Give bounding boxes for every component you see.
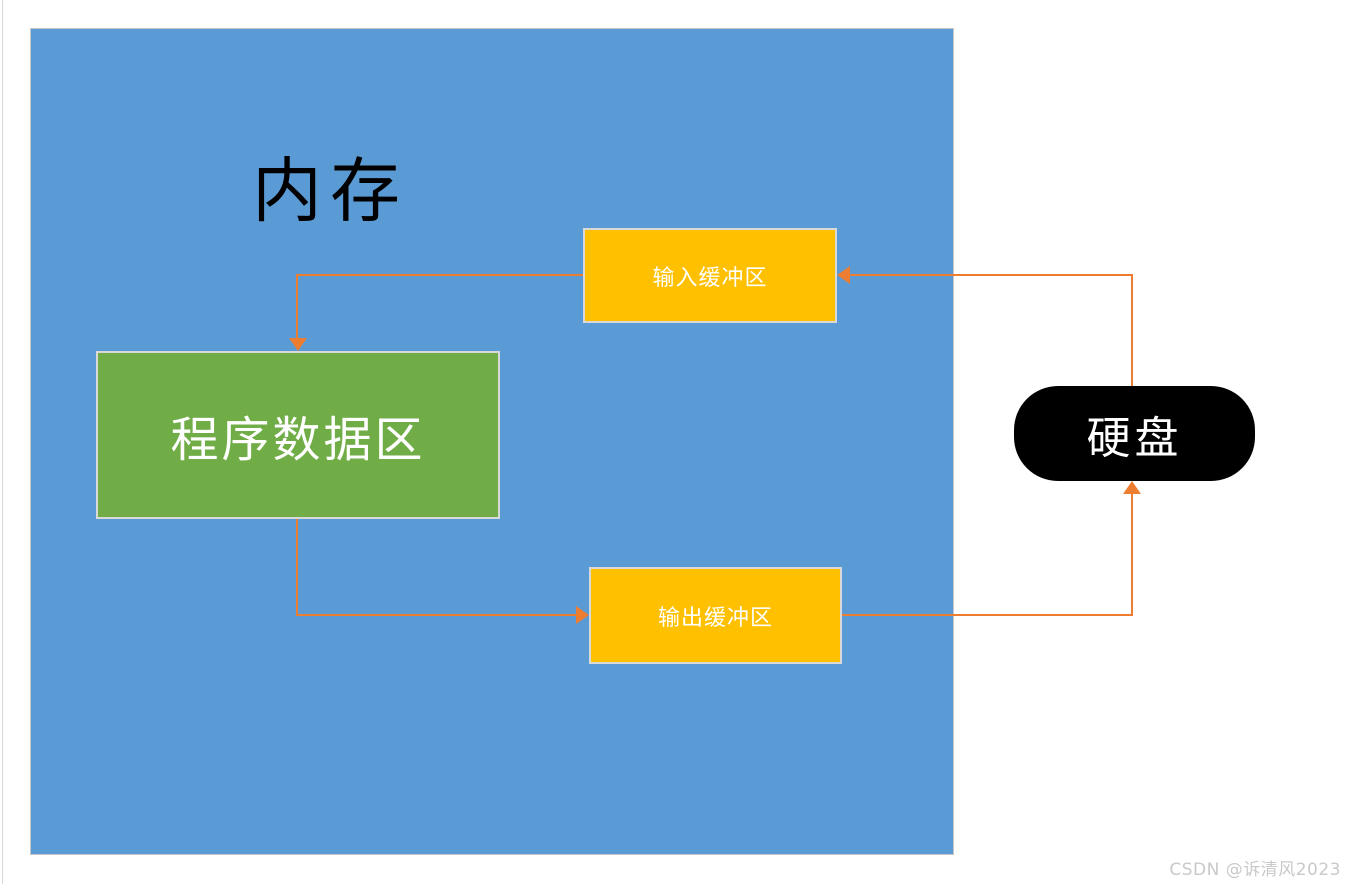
arrowhead-left-into-input-icon xyxy=(837,266,850,284)
connector-output-to-disk-v xyxy=(1131,492,1133,616)
arrowhead-right-into-output-icon xyxy=(576,606,589,624)
arrowhead-down-into-program-icon xyxy=(289,338,307,351)
connector-program-to-output-v xyxy=(296,519,298,615)
watermark: CSDN @诉清风2023 xyxy=(1169,860,1341,880)
connector-input-to-program-h xyxy=(296,274,583,276)
node-hard-disk: 硬盘 xyxy=(1014,386,1255,481)
node-program-data-area: 程序数据区 xyxy=(96,351,500,519)
node-output-buffer: 输出缓冲区 xyxy=(589,567,842,664)
connector-program-to-output-h xyxy=(296,614,577,616)
connector-disk-to-input-v xyxy=(1131,275,1133,387)
memory-region-title: 内存 xyxy=(252,150,408,232)
connector-input-to-program-v xyxy=(296,274,298,340)
arrowhead-up-into-disk-icon xyxy=(1123,481,1141,494)
connector-disk-to-input-h xyxy=(850,274,1133,276)
connector-output-to-disk-h xyxy=(842,614,1133,616)
node-input-buffer: 输入缓冲区 xyxy=(583,228,837,323)
page-left-border xyxy=(2,0,3,884)
